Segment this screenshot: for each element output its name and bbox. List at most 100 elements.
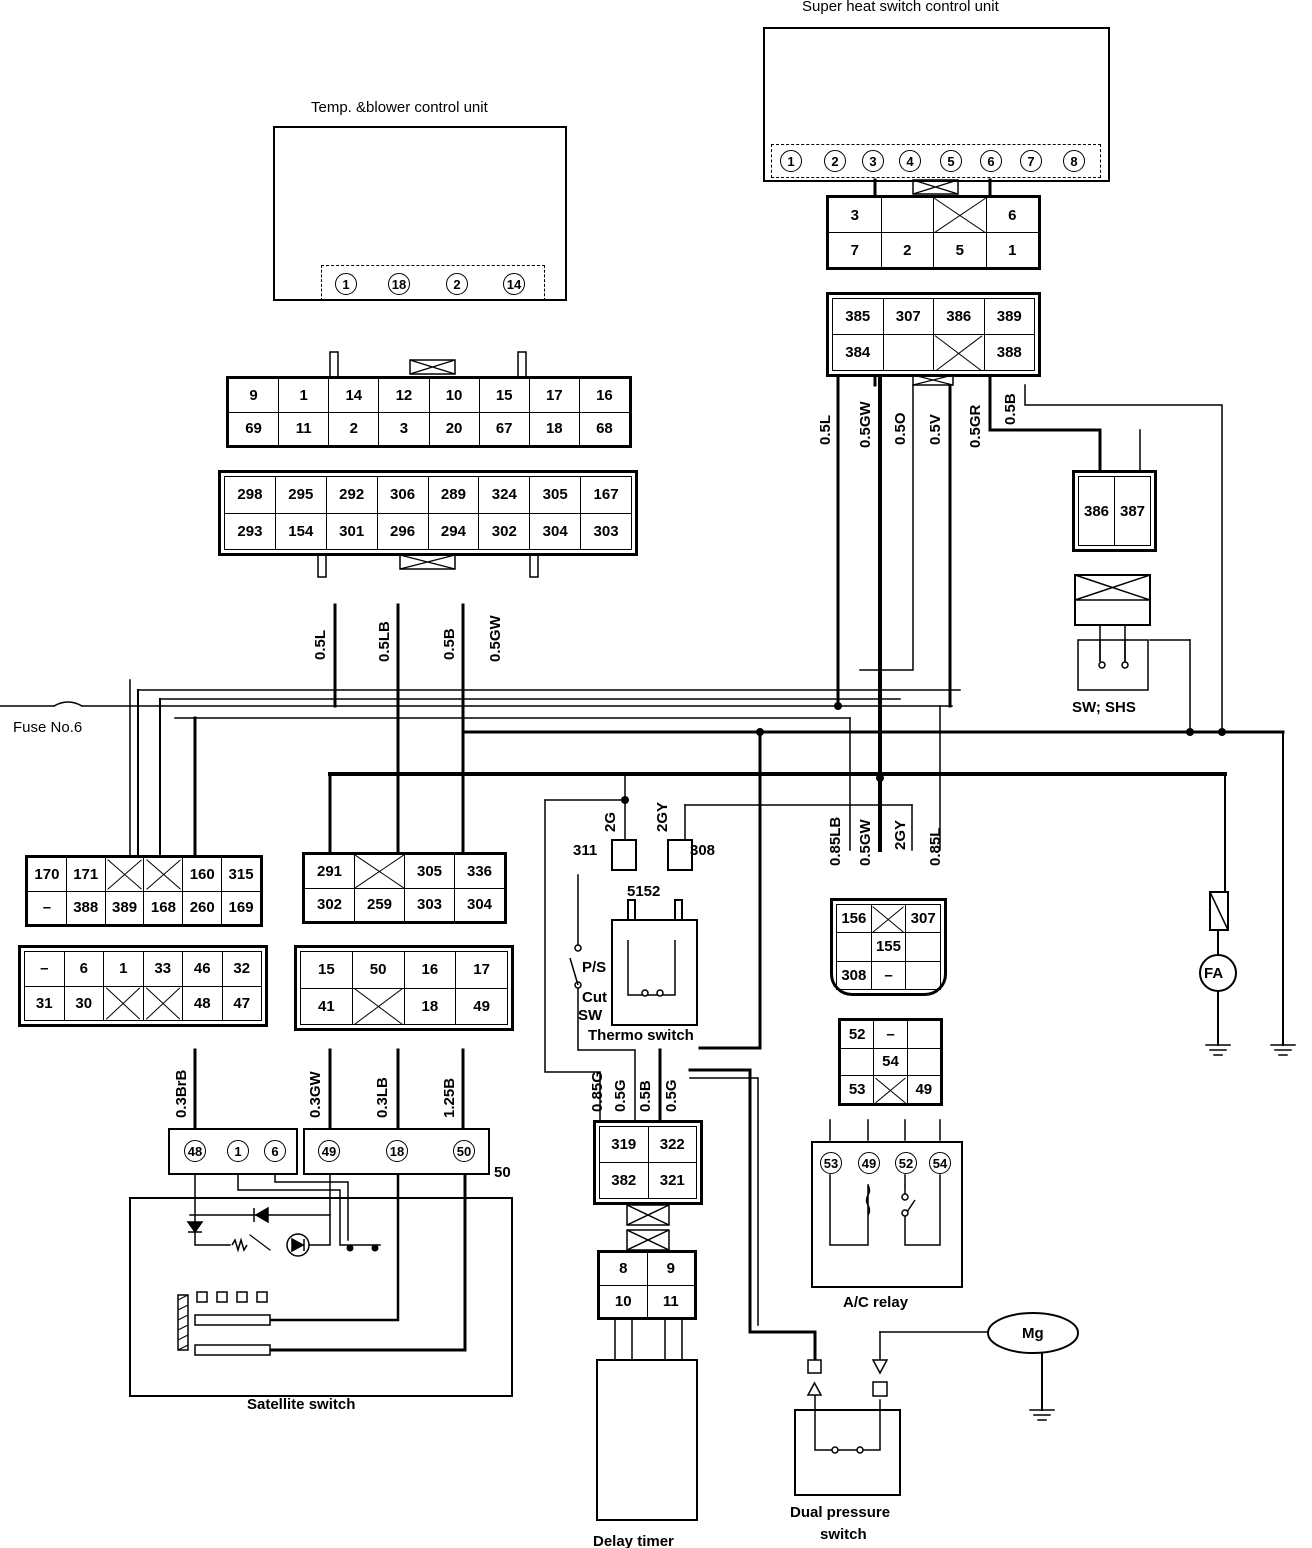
empty-cavity bbox=[883, 335, 934, 371]
pin-cell: 259 bbox=[355, 888, 405, 922]
pin-cell: 20 bbox=[429, 412, 480, 446]
pin-cell: 301 bbox=[326, 513, 378, 550]
pin-cell: 387 bbox=[1115, 477, 1151, 546]
pin-cell: 156 bbox=[837, 905, 872, 934]
pin-cell: 319 bbox=[600, 1127, 649, 1163]
pin-cell: 67 bbox=[479, 412, 530, 446]
dual-pressure-label-2: switch bbox=[820, 1526, 867, 1543]
wire-label-0.5L-top: 0.5L bbox=[817, 414, 834, 445]
terminal-308-label: 308 bbox=[690, 842, 716, 859]
wire-label-2G: 2G bbox=[602, 811, 619, 832]
pin-cell: 8 bbox=[600, 1253, 648, 1286]
pin-cell: 386 bbox=[1079, 477, 1115, 546]
pin-5: 5 bbox=[940, 150, 962, 172]
wire-label-0.5GW-mid: 0.5GW bbox=[487, 615, 504, 662]
pin-cell: 296 bbox=[377, 513, 429, 550]
empty-cavity bbox=[881, 198, 934, 233]
tb-pin-14: 14 bbox=[503, 273, 525, 295]
empty-cavity bbox=[841, 1048, 875, 1077]
pin-cell: 47 bbox=[222, 986, 262, 1021]
sw-label: SW bbox=[578, 1007, 603, 1024]
wire-label-0.85LB: 0.85LB bbox=[827, 816, 844, 866]
pin-cell: 388 bbox=[984, 335, 1035, 371]
super-heat-pin-row bbox=[771, 144, 1101, 178]
thermo-switch-label: Thermo switch bbox=[588, 1027, 694, 1044]
wire-label-0.5B-mid: 0.5B bbox=[441, 628, 458, 660]
pin-cell: 167 bbox=[581, 477, 632, 514]
wire-label-0.5G-b: 0.5G bbox=[663, 1079, 680, 1112]
pin-cell: 169 bbox=[222, 891, 261, 925]
empty-cavity bbox=[907, 1021, 941, 1049]
empty-cavity bbox=[837, 933, 872, 962]
wire-label-0.5L-mid: 0.5L bbox=[312, 629, 329, 660]
pin-1: 1 bbox=[780, 150, 802, 172]
pin-cell: 315 bbox=[222, 858, 261, 892]
pin-cell: 16 bbox=[579, 379, 630, 413]
blank-cavity bbox=[871, 905, 907, 934]
pin-cell: 48 bbox=[183, 986, 223, 1021]
pin-cell: 304 bbox=[455, 888, 505, 922]
temp-blower-control-unit bbox=[273, 126, 567, 301]
pin-cell: 1 bbox=[986, 233, 1039, 268]
blank-cavity bbox=[104, 986, 144, 1021]
empty-cavity bbox=[906, 933, 941, 962]
fa-label: FA bbox=[1204, 965, 1224, 982]
pin-2: 2 bbox=[824, 150, 846, 172]
pin-cell: 52 bbox=[841, 1021, 875, 1049]
pin-cell: – bbox=[871, 961, 907, 990]
cut-label: Cut bbox=[582, 989, 607, 1006]
pin-cell: 12 bbox=[379, 379, 430, 413]
pin-cell: 11 bbox=[647, 1285, 695, 1318]
temp-blower-pin-row bbox=[321, 265, 545, 301]
wire-label-0.5GW-r: 0.5GW bbox=[857, 819, 874, 866]
fuse-label: Fuse No.6 bbox=[13, 719, 83, 736]
pin-cell: 5 bbox=[934, 233, 987, 268]
pin-cell: 6 bbox=[64, 952, 104, 987]
wire-label-0.3LB: 0.3LB bbox=[374, 1077, 391, 1118]
empty-cavity bbox=[906, 961, 941, 990]
pin-cell: 307 bbox=[883, 299, 934, 335]
pin-cell: 305 bbox=[405, 855, 455, 889]
pin-cell: 292 bbox=[326, 477, 378, 514]
pin-cell: 18 bbox=[404, 988, 457, 1025]
pin-cell: 304 bbox=[530, 513, 582, 550]
pin-cell: 168 bbox=[144, 891, 184, 925]
pin-cell: 306 bbox=[377, 477, 429, 514]
blank-cavity bbox=[144, 858, 184, 892]
pin-cell: 14 bbox=[329, 379, 380, 413]
pin-cell: 6 bbox=[986, 198, 1039, 233]
pin-cell: 307 bbox=[906, 905, 941, 934]
pin-cell: 384 bbox=[833, 335, 884, 371]
pin-cell: 302 bbox=[305, 888, 355, 922]
wire-label-0.85G: 0.85G bbox=[589, 1071, 606, 1112]
pin-cell: 1 bbox=[279, 379, 330, 413]
pin-cell: 10 bbox=[600, 1285, 648, 1318]
pin-cell: 9 bbox=[229, 379, 280, 413]
pin-cell: – bbox=[28, 891, 67, 925]
pin-4: 4 bbox=[899, 150, 921, 172]
pin-cell: 260 bbox=[183, 891, 223, 925]
pin-cell: – bbox=[25, 952, 65, 987]
pin-cell: 2 bbox=[881, 233, 934, 268]
sat-pin-18: 18 bbox=[386, 1140, 408, 1162]
pin-8: 8 bbox=[1063, 150, 1085, 172]
ac-relay-label: A/C relay bbox=[843, 1294, 909, 1311]
wire-label-1.25B: 1.25B bbox=[441, 1077, 458, 1118]
terminal-311-label: 311 bbox=[573, 842, 598, 859]
